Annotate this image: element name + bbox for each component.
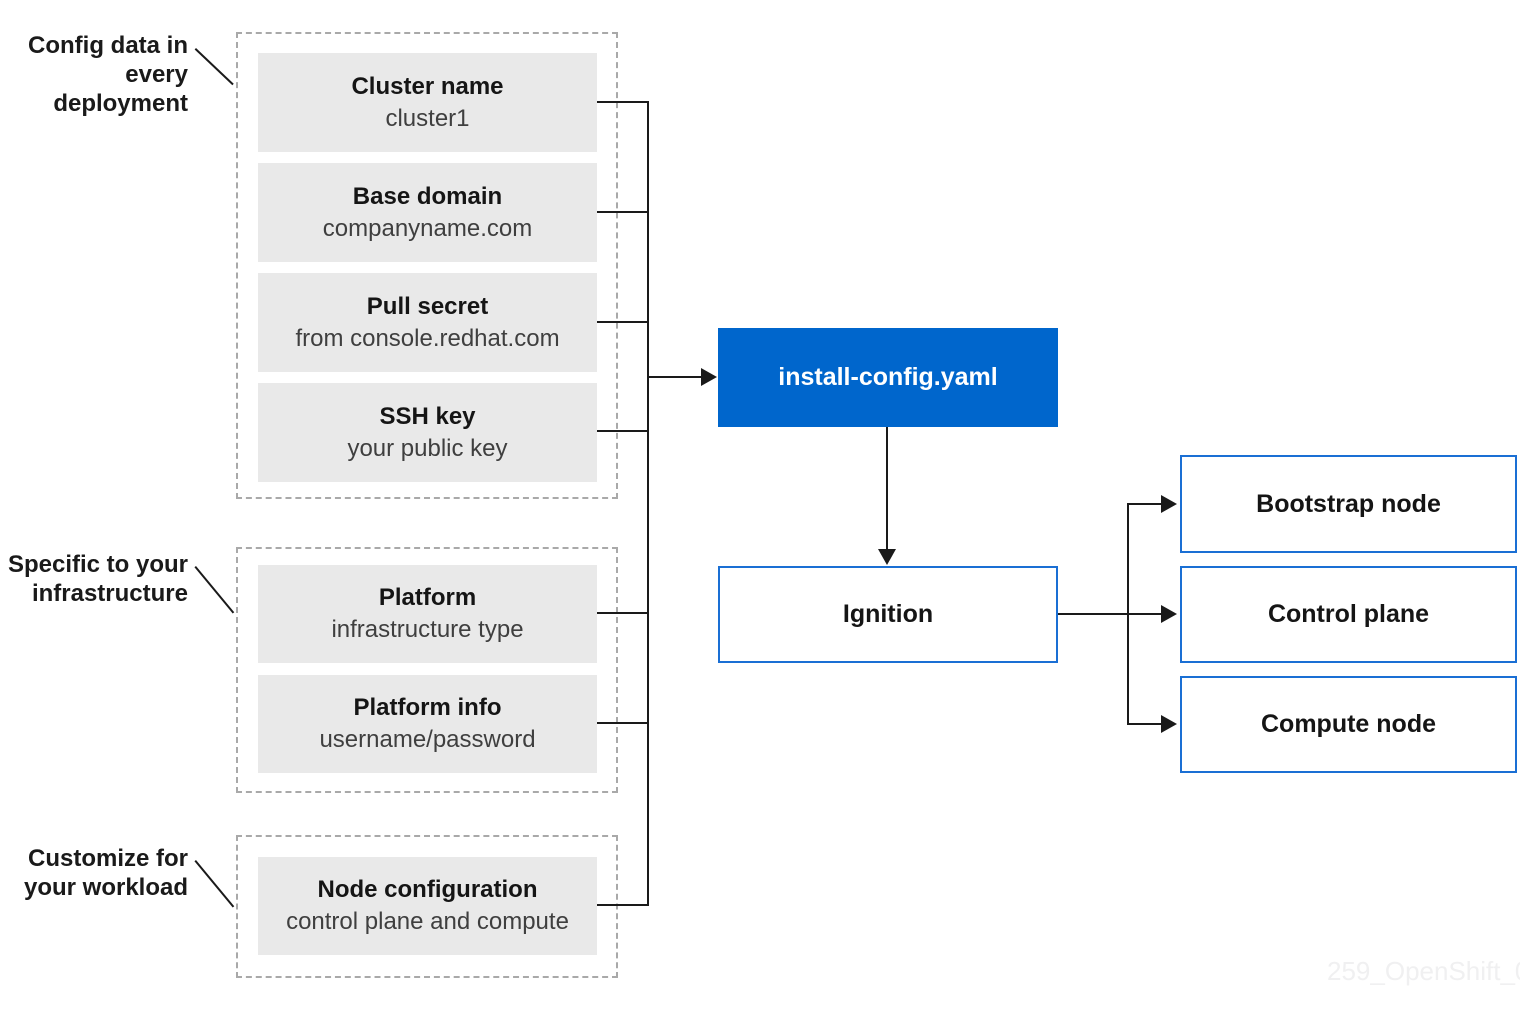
item-platform: Platform infrastructure type: [258, 565, 597, 663]
item-title: Base domain: [352, 182, 503, 210]
ignition-label: Ignition: [842, 600, 934, 628]
item-title: Node configuration: [317, 876, 538, 903]
annotation-line: Specific to your: [7, 551, 188, 578]
bootstrap-node-box: Bootstrap node: [1180, 455, 1517, 553]
connector-line: [1127, 503, 1163, 505]
item-node-configuration: Node configuration control plane and com…: [258, 857, 597, 955]
bootstrap-node-label: Bootstrap node: [1256, 489, 1441, 518]
arrowhead-right-icon: [1161, 715, 1177, 733]
item-title: Platform info: [353, 694, 502, 721]
item-subtitle: your public key: [347, 434, 508, 462]
arrowhead-right-icon: [1161, 605, 1177, 623]
group-infrastructure: [236, 547, 618, 793]
connector-line: [886, 427, 888, 551]
item-subtitle: cluster1: [385, 104, 470, 132]
item-subtitle: username/password: [319, 726, 536, 753]
connector-line: [597, 101, 649, 103]
annotation-line: your workload: [23, 874, 188, 901]
ignition-box: Ignition: [718, 566, 1058, 663]
item-subtitle: companyname.com: [322, 214, 533, 242]
control-plane-label: Control plane: [1267, 600, 1430, 628]
item-title: Pull secret: [366, 292, 489, 320]
item-pull-secret: Pull secret from console.redhat.com: [258, 273, 597, 372]
annotation-config-data: Config data in every deployment: [0, 31, 188, 118]
connector-line: [1127, 613, 1163, 615]
connector-line: [597, 722, 649, 724]
install-config-label: install-config.yaml: [778, 363, 998, 391]
connector-line: [597, 430, 649, 432]
trunk-line: [647, 101, 649, 906]
annotation-line: Config data in: [28, 32, 188, 59]
item-cluster-name: Cluster name cluster1: [258, 53, 597, 152]
connector-line: [647, 376, 703, 378]
item-title: SSH key: [379, 402, 476, 430]
annotation-line: infrastructure: [31, 580, 188, 607]
connector-line: [597, 904, 649, 906]
annotation-specific-infrastructure: Specific to your infrastructure: [0, 550, 188, 608]
annotation-line: Customize for: [27, 845, 188, 872]
item-subtitle: infrastructure type: [331, 616, 524, 643]
item-subtitle: control plane and compute: [286, 908, 569, 935]
connector-line: [597, 321, 649, 323]
pointer-line: [194, 566, 235, 614]
group-config-data: [236, 32, 618, 499]
annotation-customize-workload: Customize for your workload: [0, 844, 188, 902]
pointer-line: [194, 48, 234, 86]
item-title: Platform: [378, 584, 477, 611]
arrowhead-right-icon: [1161, 495, 1177, 513]
connector-line: [597, 612, 649, 614]
watermark-text: 259_OpenShift_0522: [1327, 956, 1520, 986]
control-plane-box: Control plane: [1180, 566, 1517, 663]
compute-node-box: Compute node: [1180, 676, 1517, 773]
install-config-box: install-config.yaml: [718, 328, 1058, 427]
connector-line: [597, 211, 649, 213]
connector-line: [1127, 723, 1163, 725]
item-ssh-key: SSH key your public key: [258, 383, 597, 482]
pointer-line: [194, 860, 235, 908]
item-platform-info: Platform info username/password: [258, 675, 597, 773]
item-subtitle: from console.redhat.com: [295, 324, 560, 352]
group-workload: [236, 835, 618, 978]
compute-node-label: Compute node: [1261, 710, 1436, 738]
arrowhead-right-icon: [701, 368, 717, 386]
item-base-domain: Base domain companyname.com: [258, 163, 597, 262]
arrowhead-down-icon: [878, 549, 896, 565]
connector-line: [1058, 613, 1128, 615]
item-title: Cluster name: [351, 72, 504, 100]
annotation-line: every deployment: [53, 61, 188, 117]
